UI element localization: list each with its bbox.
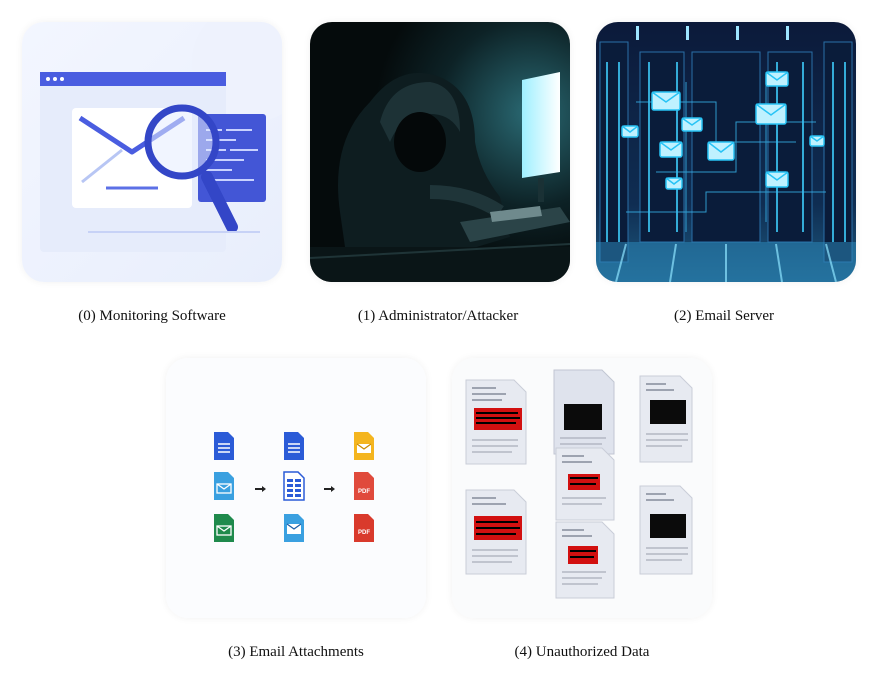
redacted-document bbox=[465, 379, 527, 465]
pdf-label: PDF bbox=[358, 489, 370, 495]
email-file-icon-green bbox=[214, 514, 234, 542]
blacked-out-document-3 bbox=[639, 485, 693, 575]
administrator-attacker-image bbox=[310, 22, 570, 282]
unauthorized-data-image bbox=[452, 358, 712, 618]
hooded-attacker-image bbox=[310, 22, 570, 282]
email-file-icon-blue bbox=[214, 472, 234, 500]
caption-unauthorized-data: (4) Unauthorized Data bbox=[514, 644, 650, 660]
email-file-icon-yellow bbox=[354, 432, 374, 460]
caption-monitoring-software: (0) Monitoring Software bbox=[78, 308, 226, 324]
spreadsheet-file-icon bbox=[283, 471, 305, 501]
doc-file-icon bbox=[214, 432, 234, 460]
redacted-document-3 bbox=[555, 447, 615, 521]
caption-email-server: (2) Email Server bbox=[674, 308, 774, 324]
caption-email-attachments: (3) Email Attachments bbox=[228, 644, 364, 660]
redacted-document-4 bbox=[555, 521, 615, 599]
arrow-right-icon bbox=[255, 486, 335, 492]
redacted-document-2 bbox=[465, 489, 527, 575]
caption-administrator-attacker: (1) Administrator/Attacker bbox=[357, 308, 519, 324]
redacted-documents-image bbox=[452, 358, 712, 618]
monitoring-software-image bbox=[22, 22, 282, 282]
email-server-image bbox=[596, 22, 856, 282]
pdf-file-icon-2: PDF bbox=[354, 514, 374, 542]
pdf-label-2: PDF bbox=[358, 530, 370, 536]
pdf-file-icon: PDF bbox=[354, 472, 374, 500]
attachment-file-icons: PDF PDF bbox=[166, 358, 426, 618]
blacked-out-document bbox=[553, 369, 615, 455]
monitoring-magnifier-envelope-icon bbox=[22, 22, 282, 282]
server-room-envelopes-image bbox=[596, 22, 856, 282]
blacked-out-document-2 bbox=[639, 375, 693, 463]
doc-file-icon-2 bbox=[284, 432, 304, 460]
email-file-icon-2 bbox=[284, 514, 304, 542]
email-attachments-image: PDF PDF bbox=[166, 358, 426, 618]
